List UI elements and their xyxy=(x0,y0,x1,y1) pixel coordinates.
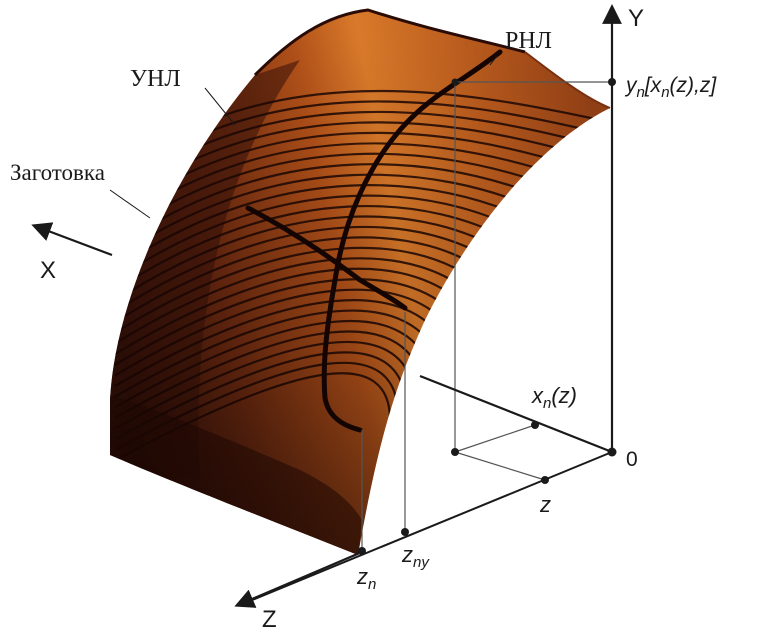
unl-leader xyxy=(204,87,236,126)
zny-label: zny xyxy=(401,542,430,571)
origin-label: 0 xyxy=(626,448,638,471)
rnl-leader xyxy=(489,55,498,66)
blank-leader xyxy=(109,189,151,219)
blank-label: Заготовка xyxy=(10,160,105,185)
x-axis-front xyxy=(31,222,113,257)
x-axis xyxy=(419,374,613,454)
z-axis-hidden xyxy=(239,451,613,606)
rnl-curve xyxy=(321,49,503,433)
unl-label: УНЛ xyxy=(130,66,181,92)
z-axis xyxy=(234,550,363,608)
y-axis-label: Y xyxy=(628,5,644,32)
x-axis-label: X xyxy=(40,257,56,284)
unl-curve xyxy=(245,205,408,311)
z-tick-label: z xyxy=(539,492,551,517)
marker-points xyxy=(358,78,617,555)
z-axis-label: Z xyxy=(262,606,277,633)
zn-label: zn xyxy=(356,564,376,593)
rnl-label: РНЛ xyxy=(505,28,552,54)
xn-label: xn(z) xyxy=(531,383,577,412)
y-value-label: yn[xn(z),z] xyxy=(624,74,717,101)
